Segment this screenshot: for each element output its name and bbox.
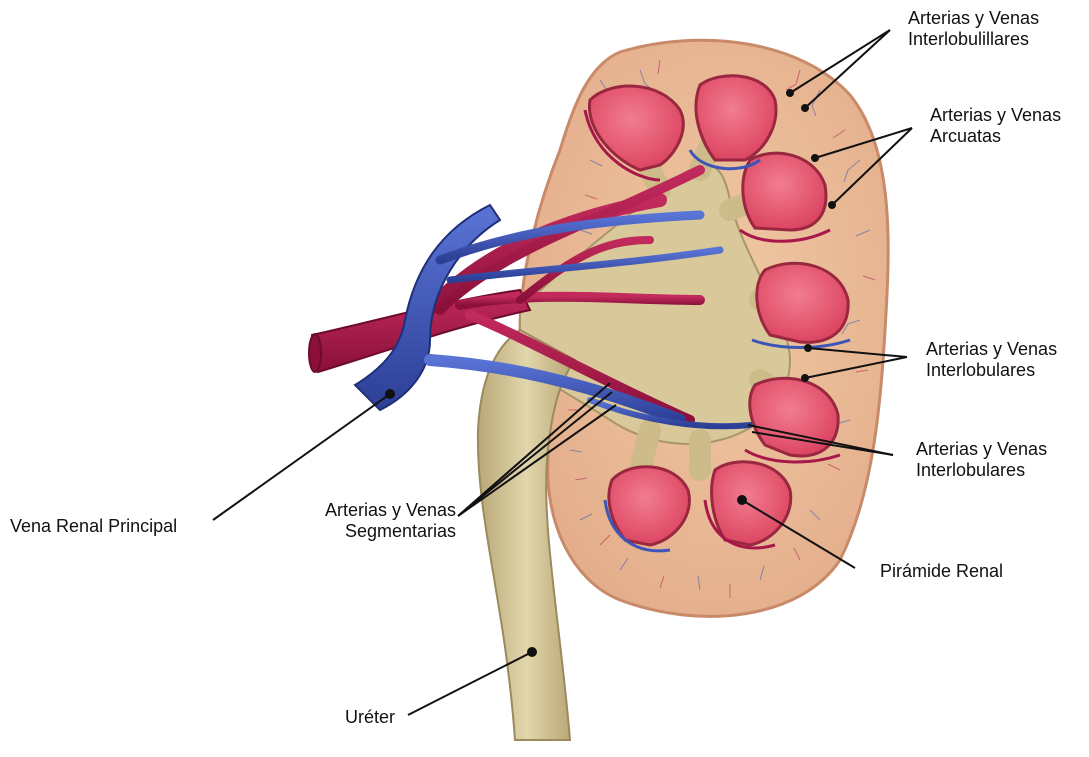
label-piramide-renal-text: Pirámide Renal [880,561,1003,582]
label-arcuatas: Arterias y Venas Arcuatas [930,105,1061,147]
label-interlobulillares-line2: Interlobulillares [908,29,1039,50]
label-interlobulares-lower-line2: Interlobulares [916,460,1047,481]
label-interlobulares-upper: Arterias y Venas Interlobulares [926,339,1057,381]
label-interlobulares-lower-line1: Arterias y Venas [916,439,1047,460]
label-arcuatas-line2: Arcuatas [930,126,1061,147]
label-interlobulillares: Arterias y Venas Interlobulillares [908,8,1039,50]
label-interlobulares-upper-line1: Arterias y Venas [926,339,1057,360]
label-interlobulares-upper-line2: Interlobulares [926,360,1057,381]
pyramid-4 [757,263,848,342]
label-segmentarias-line2: Segmentarias [296,521,456,542]
label-vena-renal-principal-text: Vena Renal Principal [10,516,177,537]
label-interlobulillares-line1: Arterias y Venas [908,8,1039,29]
label-ureter-text: Uréter [345,707,395,728]
label-ureter: Uréter [345,707,395,728]
label-arcuatas-line1: Arterias y Venas [930,105,1061,126]
label-interlobulares-lower: Arterias y Venas Interlobulares [916,439,1047,481]
renal-artery-lumen [309,334,321,372]
label-piramide-renal: Pirámide Renal [880,561,1003,582]
label-vena-renal-principal: Vena Renal Principal [10,516,177,537]
label-segmentarias-line1: Arterias y Venas [296,500,456,521]
label-segmentarias: Arterias y Venas Segmentarias [296,500,456,542]
